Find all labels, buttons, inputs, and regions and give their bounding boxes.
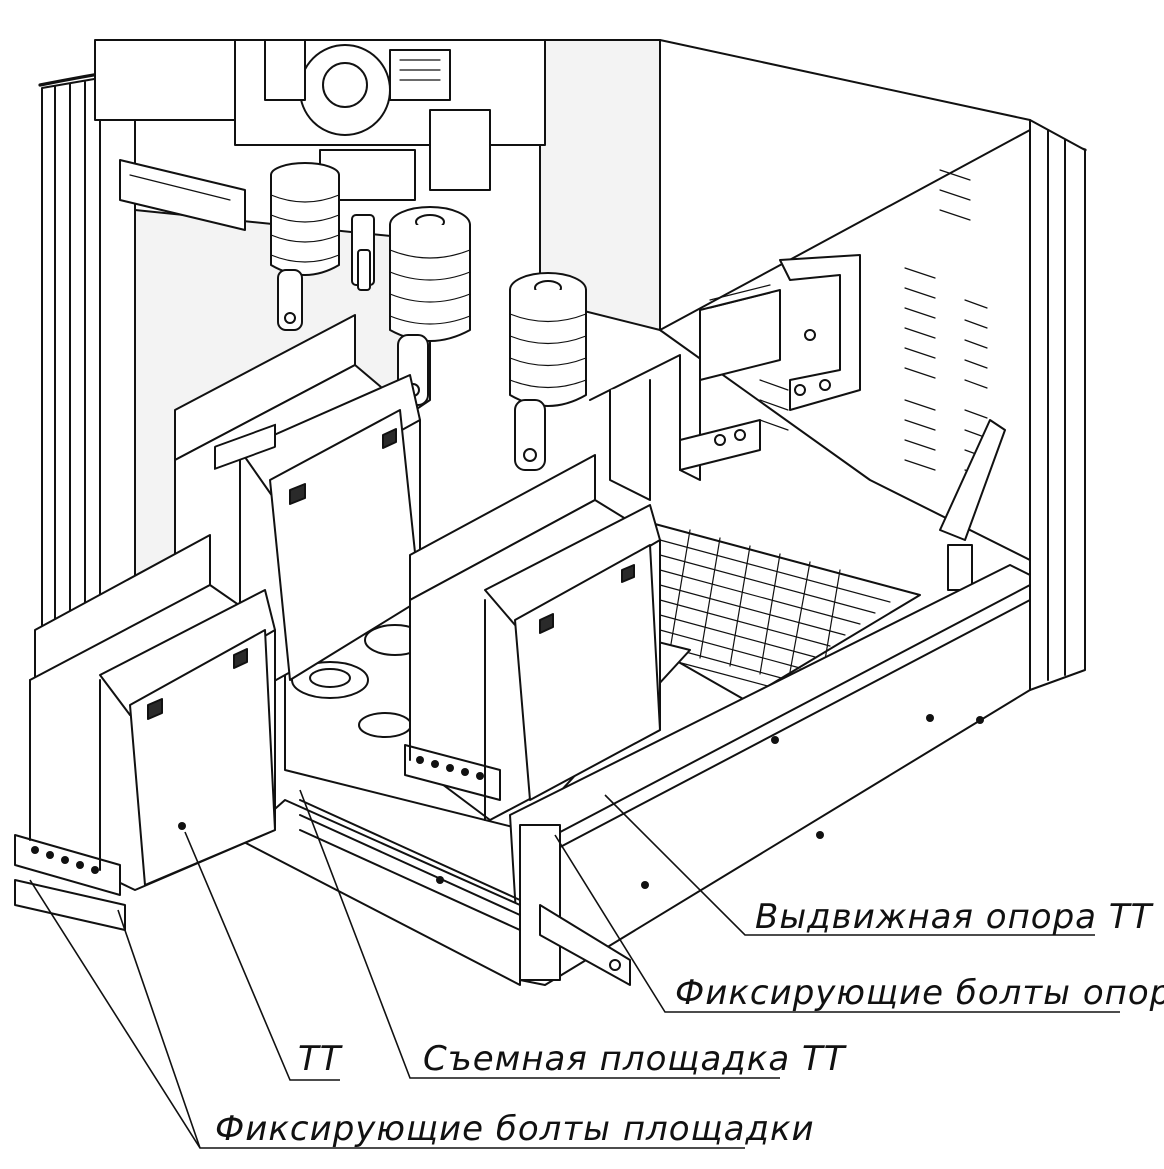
- label-platform: Съемная площадка ТТ: [423, 1039, 847, 1079]
- leader-tt: [184, 831, 340, 1081]
- label-support-bolts: Фиксирующие болты опоры: [675, 973, 1164, 1013]
- insulator-middle: [389, 206, 471, 406]
- busbars: [589, 254, 861, 501]
- current-transformer-front: [14, 534, 276, 931]
- leader-platform-bolts-2: [117, 909, 201, 1149]
- upper-mechanism: [94, 39, 546, 231]
- insulator-upper-mid: [351, 214, 375, 291]
- leader-lines: [29, 789, 1120, 1149]
- base-frame: [239, 799, 521, 986]
- label-support: Выдвижная опора ТТ: [755, 897, 1154, 937]
- insulator-front: [509, 272, 587, 471]
- leader-support: [604, 794, 1095, 936]
- insulator-upper-left: [270, 162, 340, 331]
- leader-support-bolts: [554, 834, 1120, 1013]
- label-tt: ТТ: [298, 1039, 343, 1079]
- current-transformer-middle: [404, 454, 661, 821]
- leader-platform: [299, 789, 780, 1079]
- label-platform-bolts: Фиксирующие болты площадки: [215, 1109, 815, 1149]
- vertical-rails: [939, 419, 1006, 591]
